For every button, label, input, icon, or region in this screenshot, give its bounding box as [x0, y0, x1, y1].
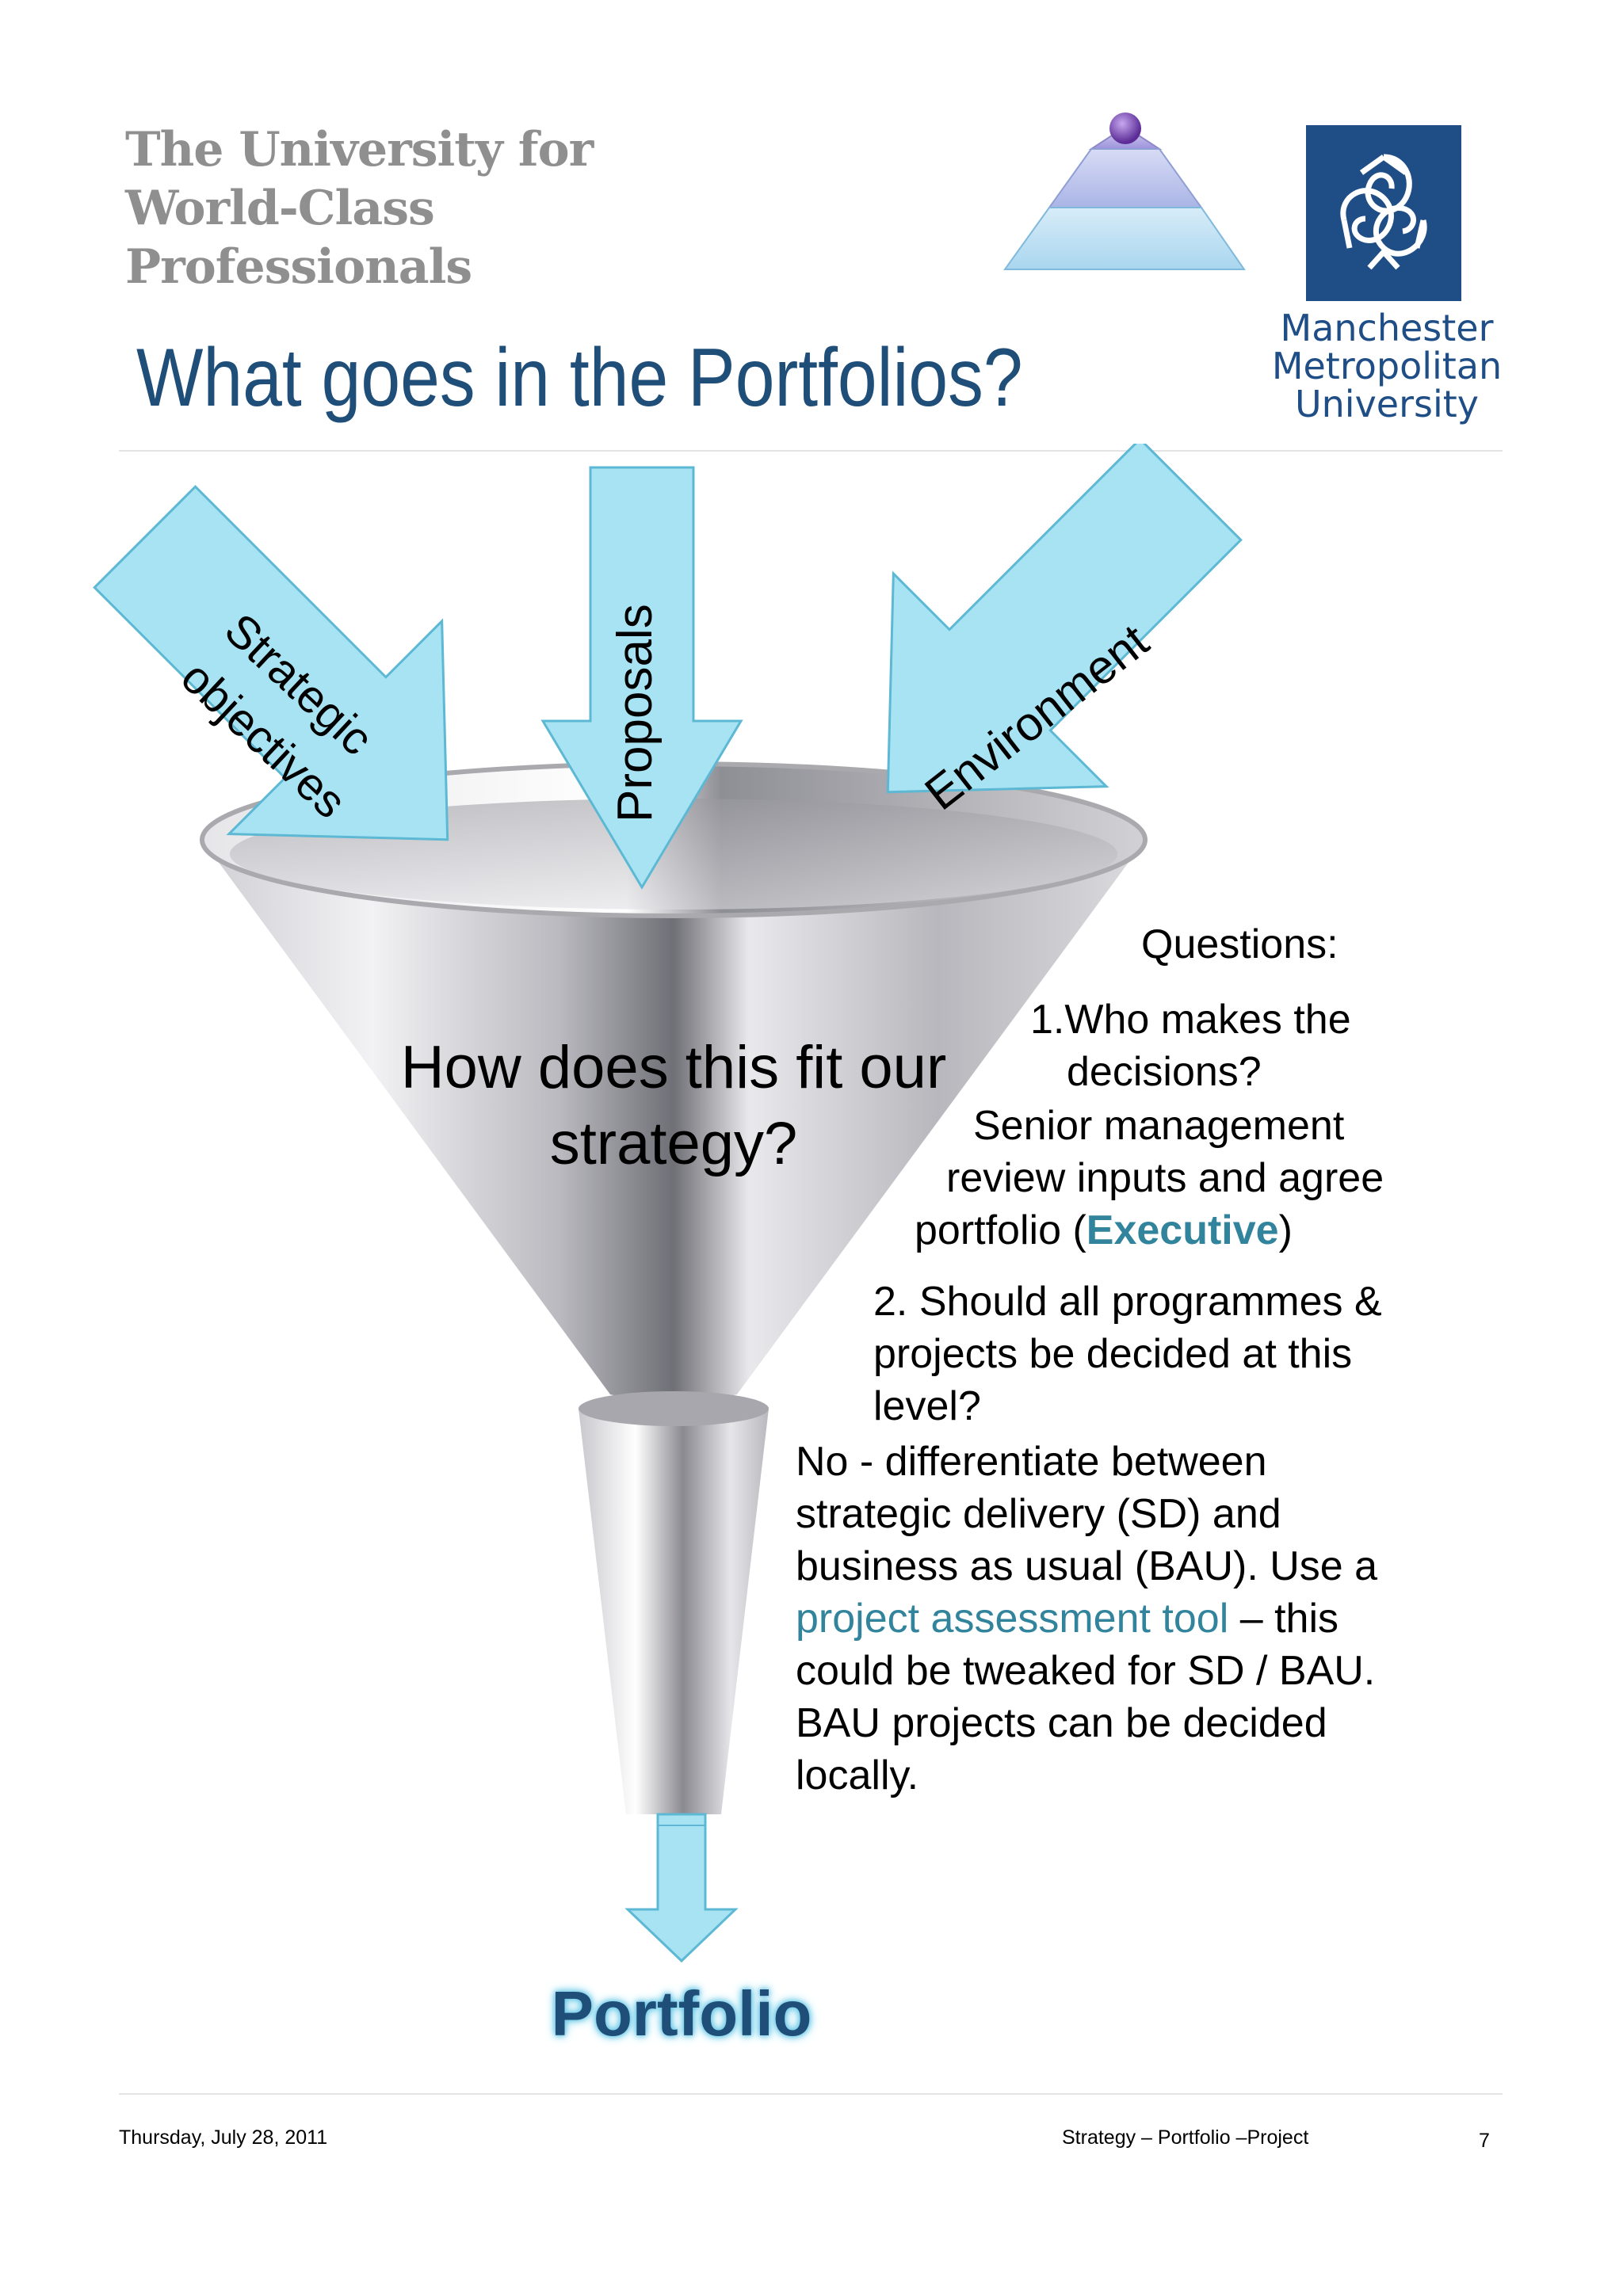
- header-divider: [119, 450, 1503, 452]
- environment-arrow: [886, 444, 1243, 794]
- footer-divider: [119, 2093, 1503, 2095]
- tagline-line-2: World-Class Professionals: [125, 181, 472, 295]
- a2-line-4: project assessment tool – this: [796, 1592, 1338, 1645]
- portfolio-output-label: Portfolio: [551, 1978, 812, 2049]
- strategic-objectives-arrow: [93, 485, 449, 841]
- a1-line-3-pre: portfolio (: [915, 1207, 1086, 1253]
- funnel-question: How does this fit our strategy?: [349, 1030, 999, 1182]
- logo-line-3: University: [1294, 383, 1480, 425]
- a2-line-6: BAU projects can be decided: [796, 1700, 1327, 1746]
- q2-line-3: level?: [873, 1383, 981, 1429]
- output-arrow: [624, 1813, 739, 1963]
- a2-line-1: No - differentiate between: [796, 1439, 1267, 1485]
- questions-heading: Questions:: [1141, 921, 1338, 967]
- knot-emblem-icon: [1340, 154, 1427, 270]
- q1-line-1: 1.Who makes the: [1030, 997, 1351, 1043]
- mmu-logo-wordmark: Manchester Metropolitan University: [1252, 309, 1522, 423]
- a2-line-4-post: – this: [1228, 1596, 1338, 1642]
- q2-line-2: projects be decided at this: [873, 1331, 1353, 1377]
- q1-line-2: decisions?: [1067, 1049, 1262, 1095]
- project-assessment-tool-link: project assessment tool: [796, 1596, 1229, 1642]
- mmu-logo-emblem: [1306, 125, 1461, 301]
- a1-line-3-post: ): [1278, 1207, 1293, 1253]
- university-tagline: The University for World-Class Professio…: [125, 120, 727, 296]
- a2-line-3: business as usual (BAU). Use a: [796, 1543, 1378, 1589]
- a2-line-7: locally.: [796, 1753, 919, 1798]
- q2-line-1: 2. Should all programmes &: [873, 1279, 1382, 1325]
- funnel-question-line-2: strategy?: [549, 1110, 798, 1177]
- page-number: 7: [1479, 2130, 1490, 2152]
- a1-line-2: review inputs and agree: [946, 1155, 1384, 1201]
- logo-line-1: Manchester: [1280, 307, 1494, 349]
- a1-line-1: Senior management: [973, 1103, 1345, 1149]
- funnel-question-line-1: How does this fit our: [400, 1034, 947, 1101]
- footer-date: Thursday, July 28, 2011: [119, 2126, 328, 2149]
- logo-line-2: Metropolitan: [1271, 345, 1503, 387]
- tagline-line-1: The University for: [125, 122, 594, 177]
- page-title: What goes in the Portfolios?: [136, 332, 1023, 424]
- proposals-label: Proposals: [608, 604, 663, 822]
- executive-label: Executive: [1086, 1207, 1279, 1253]
- proposals-arrow: [540, 466, 743, 890]
- pyramid-graphic: [1003, 113, 1246, 270]
- a2-line-2: strategic delivery (SD) and: [796, 1491, 1281, 1537]
- a1-line-3: portfolio (Executive): [915, 1204, 1293, 1257]
- footer-title: Strategy – Portfolio –Project: [1062, 2126, 1309, 2149]
- input-arrows: Strategic objectives Proposals Environme…: [93, 444, 1243, 890]
- a2-line-5: could be tweaked for SD / BAU.: [796, 1648, 1376, 1694]
